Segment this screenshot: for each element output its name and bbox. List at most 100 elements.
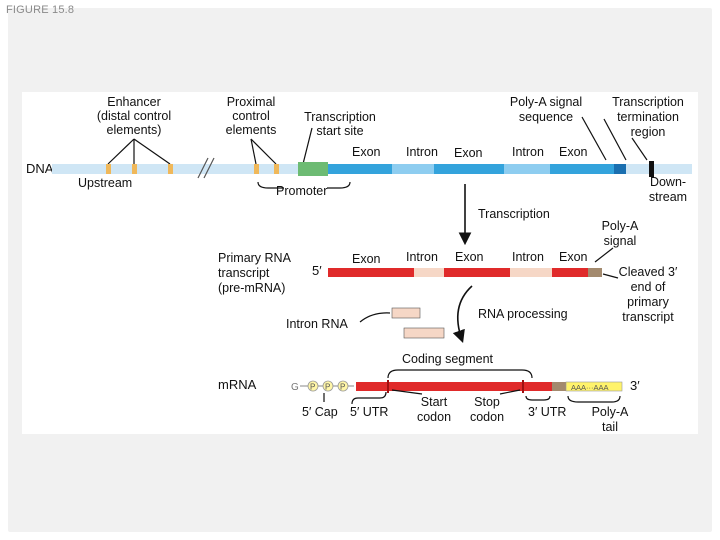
rna-intron bbox=[414, 268, 444, 277]
gene-expression-diagram: Enhancer (distal control elements) Proxi… bbox=[26, 95, 692, 434]
dna-exon bbox=[328, 164, 392, 174]
dna-intron-1-label: Intron bbox=[406, 145, 438, 159]
enhancer-element bbox=[106, 164, 111, 174]
proximal-element bbox=[254, 164, 259, 174]
svg-text:signal: signal bbox=[604, 234, 637, 248]
stop-codon-label: Stop codon bbox=[470, 395, 504, 424]
dna-exon-1-label: Exon bbox=[352, 145, 381, 159]
proximal-element bbox=[274, 164, 279, 174]
svg-text:Transcription: Transcription bbox=[304, 110, 376, 124]
termination-region-label: Transcription termination region bbox=[612, 95, 684, 139]
polya-signal-pointer bbox=[594, 247, 614, 263]
rna-exon bbox=[444, 268, 510, 277]
intron-rna-label: Intron RNA bbox=[286, 317, 348, 331]
cleaved-end-pointer bbox=[602, 273, 619, 279]
mrna-label: mRNA bbox=[218, 377, 257, 392]
three-utr-label: 3′ UTR bbox=[528, 405, 566, 419]
dna-exon-3-label: Exon bbox=[559, 145, 588, 159]
svg-text:elements: elements bbox=[226, 123, 277, 137]
coding-segment-label: Coding segment bbox=[402, 352, 494, 366]
svg-text:codon: codon bbox=[417, 410, 451, 424]
dna-exon-2-label: Exon bbox=[454, 146, 483, 160]
svg-text:tail: tail bbox=[602, 420, 618, 434]
svg-text:P: P bbox=[310, 383, 315, 392]
enhancer-element bbox=[132, 164, 137, 174]
rna-intron bbox=[510, 268, 552, 277]
rna-processing-arrow bbox=[452, 285, 473, 344]
polya-tail-label: Poly-A tail bbox=[592, 405, 629, 434]
diagram-panel: Enhancer (distal control elements) Proxi… bbox=[22, 92, 698, 434]
rna-intron-2-label: Intron bbox=[512, 250, 544, 264]
dna-exon bbox=[550, 164, 614, 174]
coding-segment-bracket bbox=[387, 369, 533, 379]
polya-tail-bracket bbox=[567, 395, 621, 403]
dna-label: DNA bbox=[26, 161, 54, 176]
polya-tail-text: AAA···AAA bbox=[571, 383, 609, 392]
upstream-label: Upstream bbox=[78, 176, 132, 190]
svg-text:Cleaved 3′: Cleaved 3′ bbox=[619, 265, 678, 279]
polya-signal-sequence bbox=[614, 164, 626, 174]
svg-text:stream: stream bbox=[649, 190, 687, 204]
three-prime-label: 3′ bbox=[630, 378, 640, 393]
polya-signal-rna bbox=[588, 268, 602, 277]
stop-codon-mark bbox=[522, 380, 524, 393]
promoter-region bbox=[298, 162, 328, 176]
promoter-bracket bbox=[257, 181, 351, 189]
start-codon-pointer bbox=[391, 389, 423, 395]
five-utr-label: 5′ UTR bbox=[350, 405, 388, 419]
enhancer-label: Enhancer (distal control elements) bbox=[97, 95, 171, 137]
five-prime-label: 5′ bbox=[312, 263, 322, 278]
svg-text:Stop: Stop bbox=[474, 395, 500, 409]
excised-intron bbox=[391, 307, 421, 319]
three-utr-bracket bbox=[525, 395, 551, 401]
start-codon-mark bbox=[387, 380, 389, 393]
svg-text:control: control bbox=[232, 109, 270, 123]
svg-text:sequence: sequence bbox=[519, 110, 573, 124]
proximal-control-label: Proximal control elements bbox=[226, 95, 277, 137]
svg-text:Primary RNA: Primary RNA bbox=[218, 251, 292, 265]
mrna-3utr bbox=[528, 382, 552, 391]
transcription-label: Transcription bbox=[478, 207, 550, 221]
svg-text:Down-: Down- bbox=[650, 175, 686, 189]
svg-text:Enhancer: Enhancer bbox=[107, 95, 161, 109]
tss-label: Transcription start site bbox=[304, 110, 376, 138]
polya-sequence-label: Poly-A signal sequence bbox=[510, 95, 582, 124]
svg-text:(pre-mRNA): (pre-mRNA) bbox=[218, 281, 285, 295]
dna-exon bbox=[434, 164, 504, 174]
svg-text:elements): elements) bbox=[107, 123, 162, 137]
mrna-polya-signal bbox=[552, 382, 566, 391]
rna-exon-2-label: Exon bbox=[455, 250, 484, 264]
promoter-label: Promoter bbox=[276, 184, 327, 198]
rna-exon bbox=[328, 268, 414, 277]
pointer-lines bbox=[107, 116, 648, 165]
enhancer-element bbox=[168, 164, 173, 174]
cap-phosphates: P P P bbox=[300, 380, 354, 392]
svg-text:Poly-A signal: Poly-A signal bbox=[510, 95, 582, 109]
dna-intron bbox=[392, 164, 434, 174]
svg-text:transcript: transcript bbox=[218, 266, 270, 280]
svg-text:region: region bbox=[631, 125, 666, 139]
primary-rna-label: Primary RNA transcript (pre-mRNA) bbox=[218, 251, 292, 295]
stop-codon-pointer bbox=[499, 389, 521, 395]
polya-signal-label: Poly-A signal bbox=[602, 219, 639, 248]
start-codon-label: Start codon bbox=[417, 395, 451, 424]
polya-tail bbox=[565, 381, 623, 392]
rna-processing-label: RNA processing bbox=[478, 307, 568, 321]
svg-text:P: P bbox=[325, 383, 330, 392]
svg-text:Poly-A: Poly-A bbox=[592, 405, 629, 419]
dna-break-mark bbox=[197, 157, 215, 179]
svg-text:primary: primary bbox=[627, 295, 669, 309]
svg-text:Start: Start bbox=[421, 395, 448, 409]
svg-text:start site: start site bbox=[316, 124, 363, 138]
downstream-label: Down- stream bbox=[649, 175, 687, 204]
rna-intron-1-label: Intron bbox=[406, 250, 438, 264]
svg-text:(distal control: (distal control bbox=[97, 109, 171, 123]
termination-region bbox=[649, 161, 654, 177]
rna-exon-3-label: Exon bbox=[559, 250, 588, 264]
dna-intron bbox=[504, 164, 550, 174]
svg-text:termination: termination bbox=[617, 110, 679, 124]
svg-text:end of: end of bbox=[631, 280, 666, 294]
rna-exon bbox=[552, 268, 588, 277]
svg-text:codon: codon bbox=[470, 410, 504, 424]
dna-intron-2-label: Intron bbox=[512, 145, 544, 159]
